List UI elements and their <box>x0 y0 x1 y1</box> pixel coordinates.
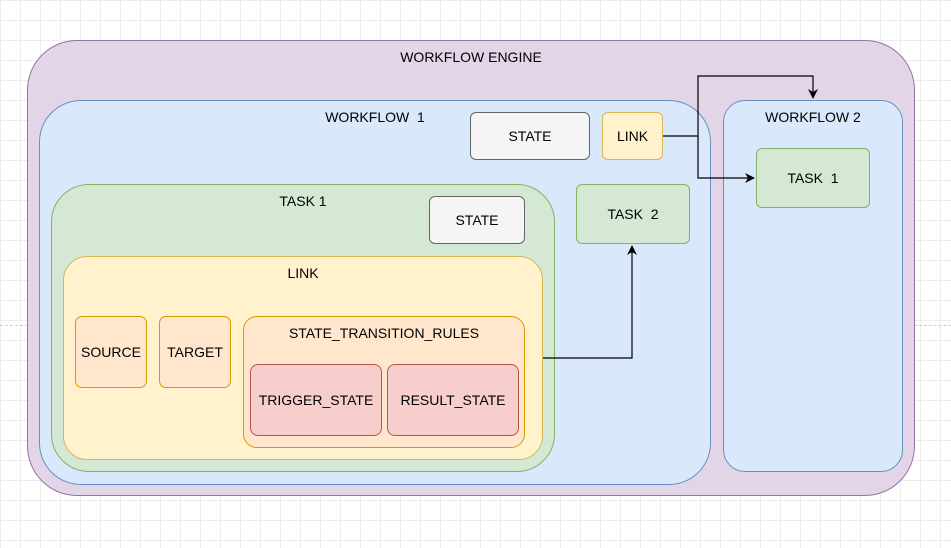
state-transition-rules-title: STATE_TRANSITION_RULES <box>288 325 480 341</box>
link-title: LINK <box>287 265 319 281</box>
result-state-box[interactable]: RESULT_STATE <box>387 364 519 436</box>
page-divider-right <box>914 325 951 326</box>
task-2-box[interactable]: TASK 2 <box>576 184 690 244</box>
workflow-2-task-1-box[interactable]: TASK 1 <box>756 148 870 208</box>
workflow-engine-title: WORKFLOW ENGINE <box>400 49 542 65</box>
workflow-2-title: WORKFLOW 2 <box>765 109 861 125</box>
workflow-1-title: WORKFLOW 1 <box>325 109 425 125</box>
trigger-state-box[interactable]: TRIGGER_STATE <box>250 364 382 436</box>
workflow-1-state-box[interactable]: STATE <box>470 112 590 160</box>
task-1-state-box[interactable]: STATE <box>429 196 525 244</box>
source-box[interactable]: SOURCE <box>75 316 147 388</box>
workflow-1-link-box[interactable]: LINK <box>602 112 663 160</box>
page-divider-left <box>0 325 28 326</box>
target-box[interactable]: TARGET <box>159 316 231 388</box>
task-1-title: TASK 1 <box>279 193 327 209</box>
